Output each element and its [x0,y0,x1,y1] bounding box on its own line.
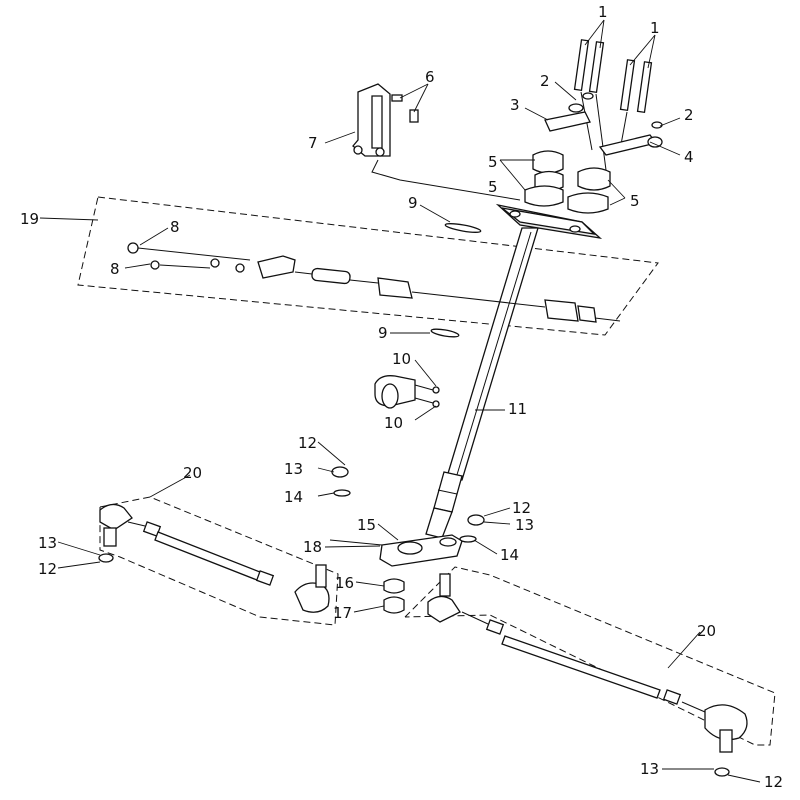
upper-clamp-assembly [495,150,611,240]
callout-8b: 8 [110,260,120,278]
castle-nut [331,466,485,543]
callout-2b: 2 [684,106,694,124]
callout-11: 11 [508,400,527,418]
callout-3: 3 [510,96,520,114]
callout-10a: 10 [392,350,411,368]
group-20-right-outline [404,566,776,746]
callout-9a: 9 [408,194,418,212]
callout-4: 4 [684,148,694,166]
leader-lines [39,19,761,783]
callout-5b: 5 [488,178,498,196]
right-tie-rod [427,573,748,777]
callout-13b: 13 [515,516,534,534]
linkage-assembly [127,242,621,323]
callout-8a: 8 [170,218,180,236]
callout-7: 7 [308,134,318,152]
group-20-left-outline [99,496,339,626]
callout-13c: 13 [38,534,57,552]
callout-16: 16 [335,574,354,592]
column-bolt [573,39,653,171]
callout-2a: 2 [540,72,550,90]
callout-9b: 9 [378,324,388,342]
pitman-arm [329,534,463,614]
callout-1b: 1 [650,19,660,37]
clamp-bracket [544,92,663,156]
callout-15: 15 [357,516,376,534]
callout-20b: 20 [697,622,716,640]
steering-shaft [425,227,539,539]
retaining-clip [430,223,482,338]
callout-17: 17 [333,604,352,622]
callout-5c: 5 [630,192,640,210]
callout-labels: 1 1 2 2 3 4 5 5 5 6 7 8 8 9 9 10 10 11 1… [20,3,783,791]
callout-1a: 1 [598,3,608,21]
mount-bracket [352,83,521,201]
callout-13d: 13 [640,760,659,778]
group-19-outline [77,196,659,336]
callout-19: 19 [20,210,39,228]
callout-14b: 14 [500,546,519,564]
callout-20a: 20 [183,464,202,482]
callout-12a: 12 [298,434,317,452]
callout-10b: 10 [384,414,403,432]
callout-13a: 13 [284,460,303,478]
callout-12b: 12 [512,499,531,517]
callout-18: 18 [303,538,322,556]
callout-14a: 14 [284,488,303,506]
sensor-unit [374,375,440,409]
callout-12c: 12 [38,560,57,578]
callout-6: 6 [425,68,435,86]
callout-5a: 5 [488,153,498,171]
callout-12d: 12 [764,773,783,791]
left-tie-rod [98,503,330,613]
